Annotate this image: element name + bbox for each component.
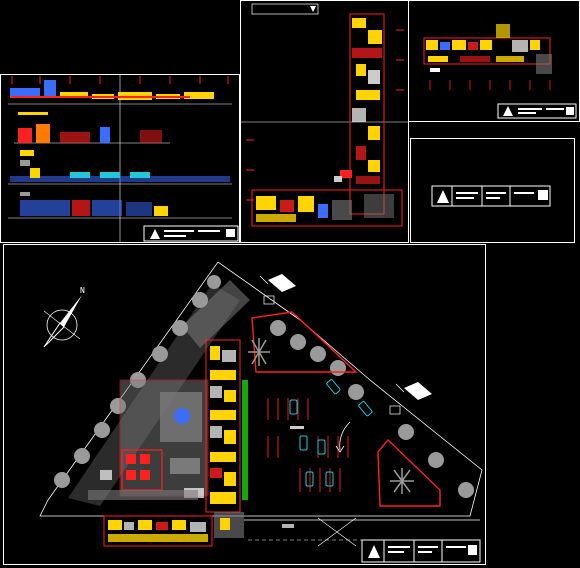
vertical-floorplan-sheet bbox=[240, 0, 409, 243]
compass-north-icon: N bbox=[43, 286, 85, 348]
axis-markers-horizontal bbox=[429, 80, 551, 90]
horizontal-floorplan-sheet bbox=[408, 0, 580, 122]
site-titleblock bbox=[361, 539, 481, 563]
parked-car-icon bbox=[289, 379, 373, 487]
planting-bed-north bbox=[251, 311, 358, 373]
titleblock-only-sheet bbox=[410, 138, 575, 243]
palm-tree-icon bbox=[248, 338, 270, 366]
entry-arrow-icon-east bbox=[389, 382, 432, 415]
elevations-titleblock bbox=[143, 225, 239, 242]
parking-lot bbox=[267, 379, 373, 492]
site-plan-sheet: N bbox=[3, 244, 486, 565]
north-letter: N bbox=[80, 286, 85, 295]
horizontal-titleblock bbox=[497, 103, 577, 119]
elevation-mid bbox=[14, 112, 170, 156]
admin-block bbox=[103, 512, 244, 547]
entry-arrow-icon bbox=[259, 274, 296, 305]
palm-tree-icon-east bbox=[390, 468, 414, 494]
classroom-wing bbox=[205, 339, 248, 513]
elevation-strip-top bbox=[8, 76, 232, 105]
elevations-sheet bbox=[0, 74, 240, 243]
building-footprint bbox=[88, 379, 209, 500]
planting-bed-east bbox=[377, 438, 441, 507]
elevation-lower bbox=[8, 160, 232, 219]
